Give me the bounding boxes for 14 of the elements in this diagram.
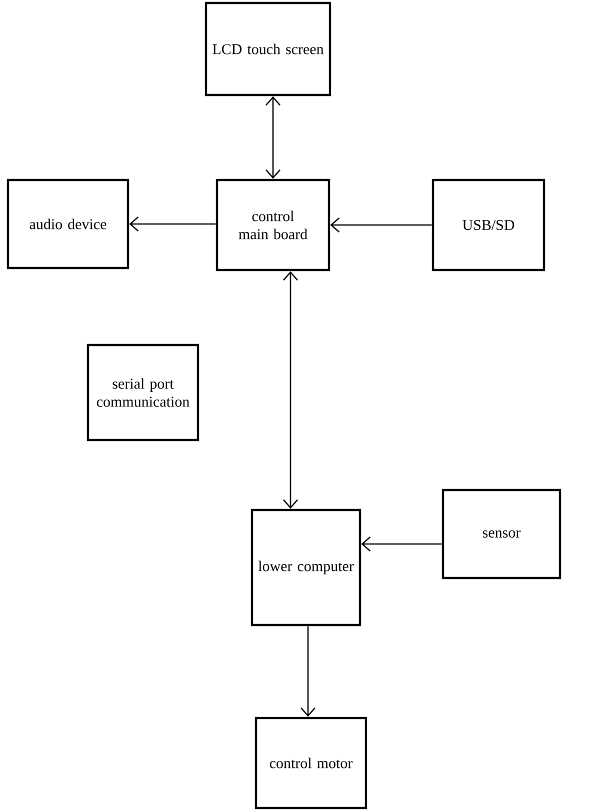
block-box: sensor — [442, 488, 562, 580]
block-box: control motor — [254, 716, 368, 810]
block-box: serial port communication — [86, 344, 200, 442]
arrow — [300, 626, 316, 717]
arrow — [266, 96, 280, 179]
arrow — [283, 271, 298, 509]
block-box: audio device — [6, 178, 130, 270]
block-box: USB/SD — [432, 178, 546, 272]
arrow — [361, 536, 442, 552]
block-box: lower computer — [250, 508, 362, 626]
block-box: LCD touch screen — [204, 2, 332, 96]
arrow — [129, 216, 216, 232]
arrow — [330, 218, 432, 232]
block-box: control main board — [216, 178, 330, 272]
